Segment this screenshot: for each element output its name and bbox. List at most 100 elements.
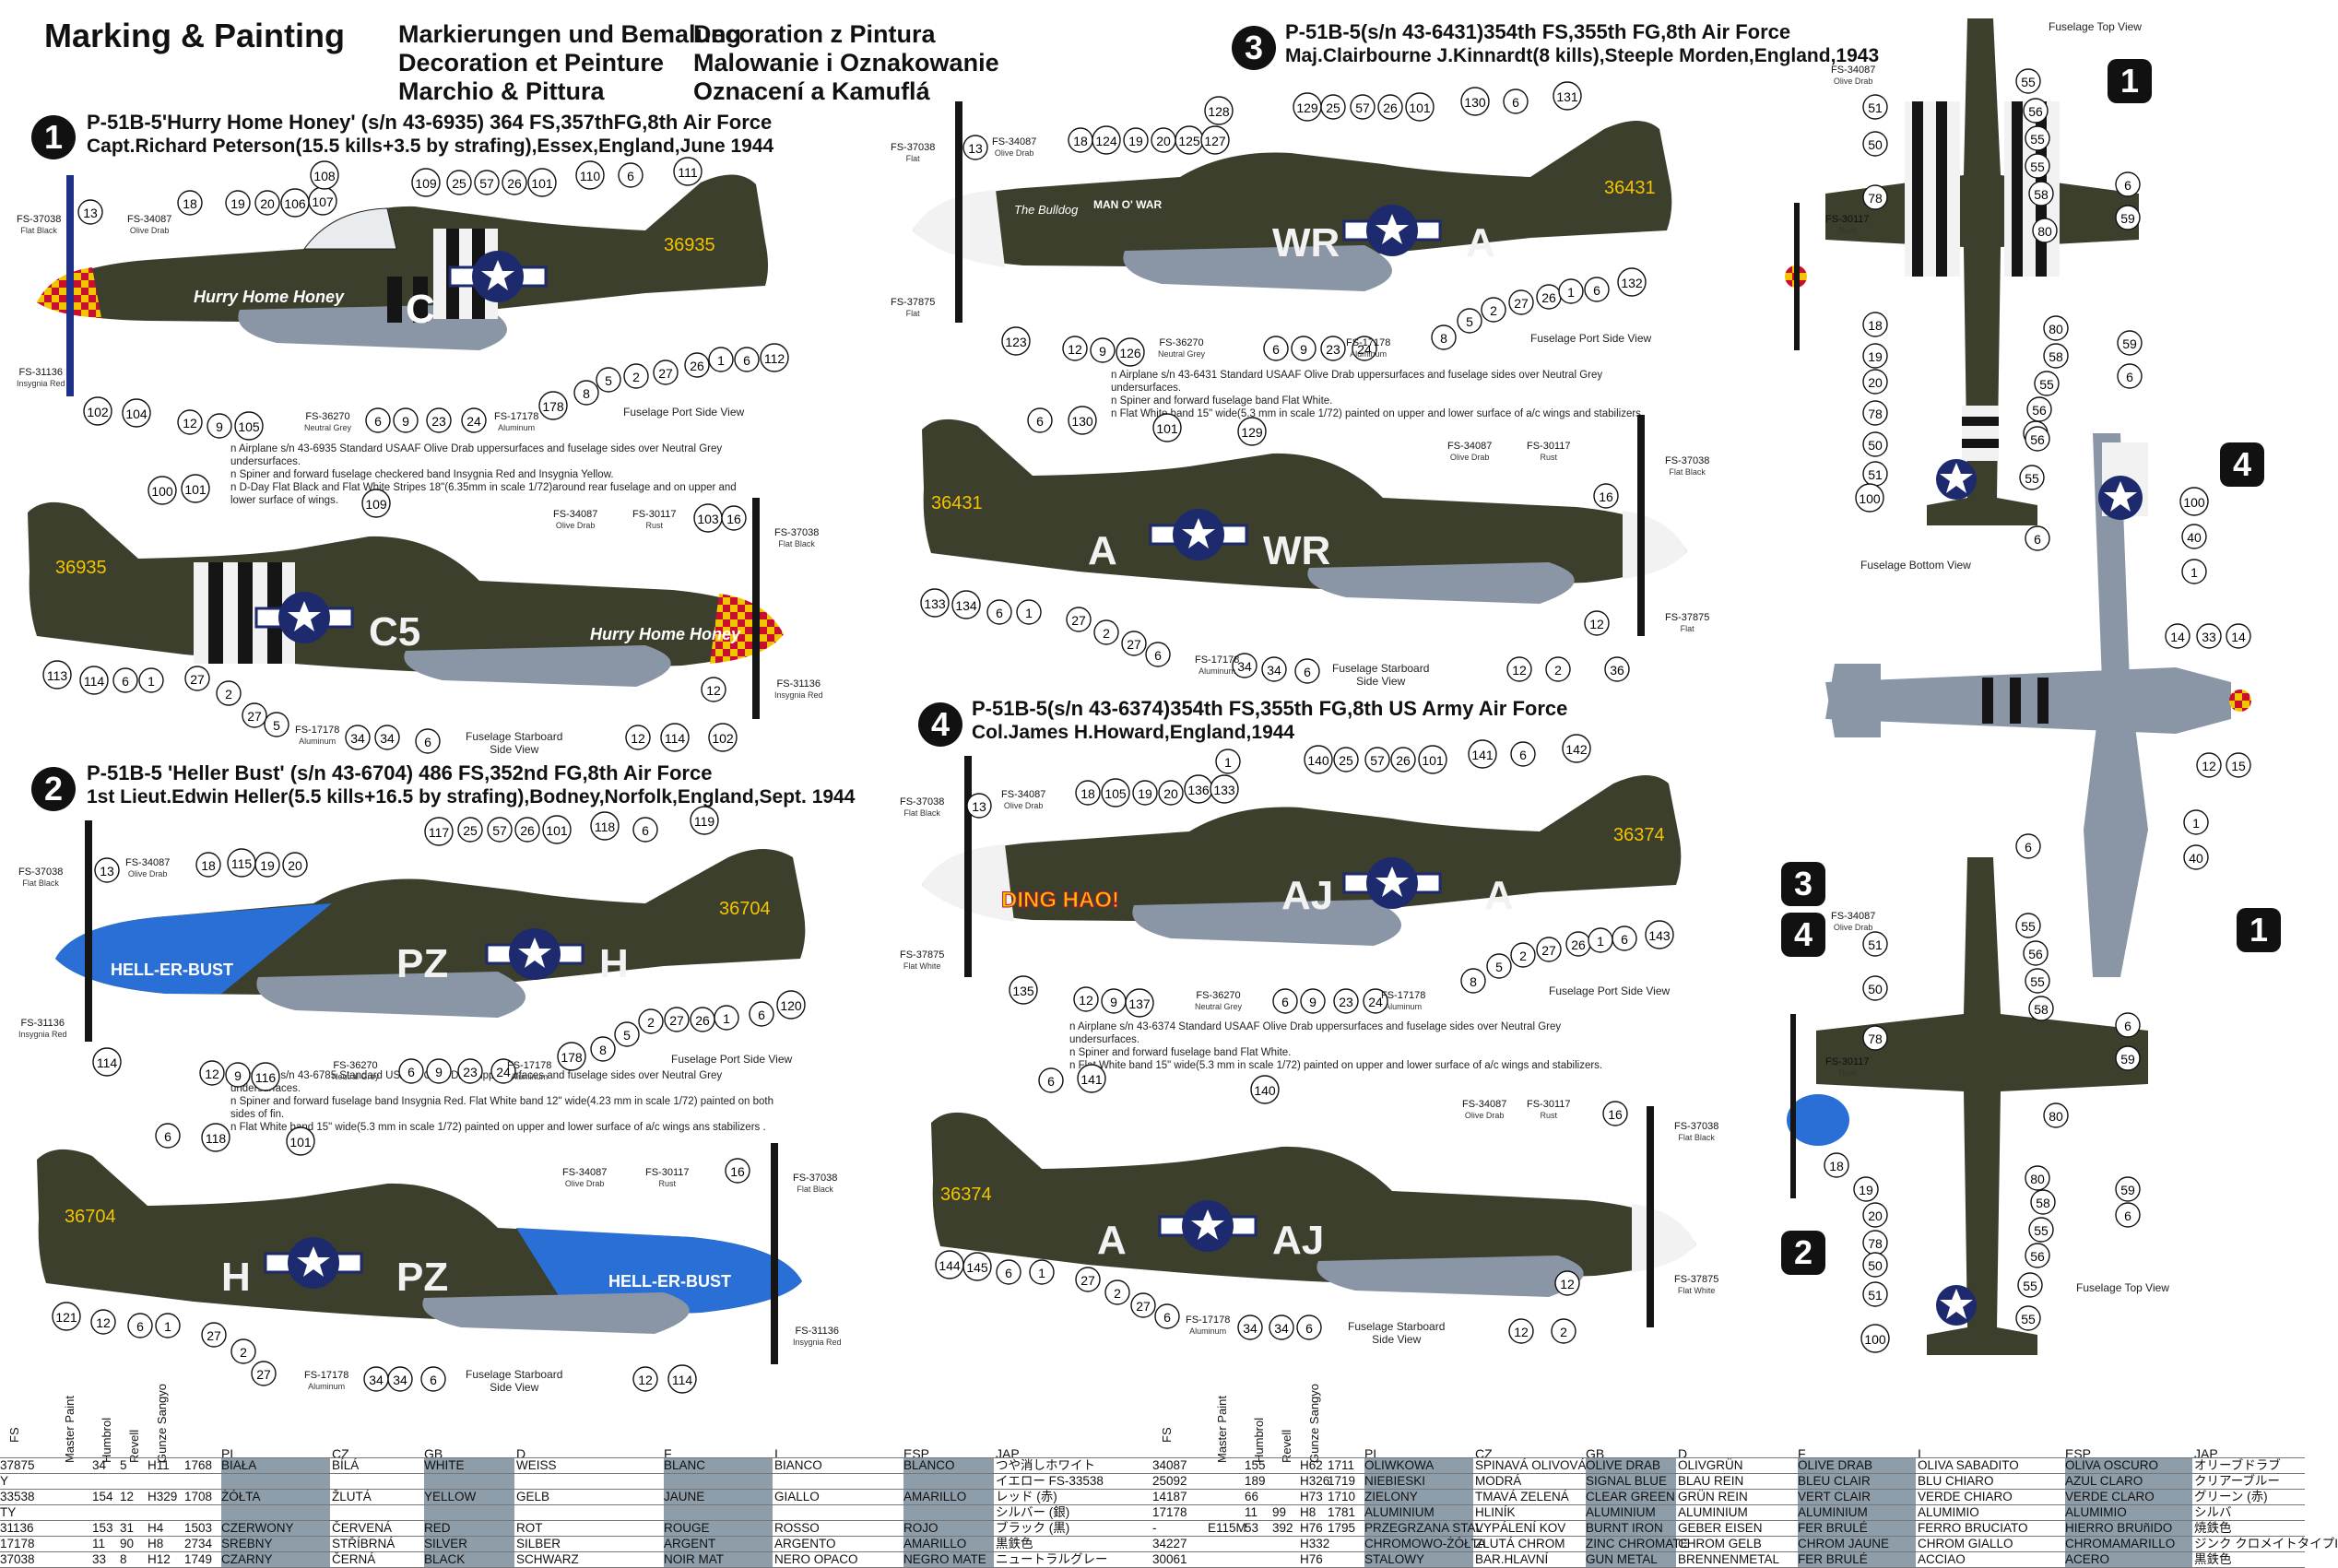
svg-text:132: 132 [1621,276,1643,290]
paint-table-col-header: F [664,1446,672,1461]
callout-bubble: 13 [77,199,103,225]
callout-bubble: 133 [920,588,950,618]
callout-bubble: 58 [2030,1189,2056,1215]
paint-table-cell: 34087 [1152,1458,1187,1472]
svg-text:9: 9 [1300,342,1307,357]
code-2: PZ [396,941,448,986]
svg-text:16: 16 [1608,1107,1623,1122]
callout-bubble: 142 [1562,734,1591,763]
serial-4s: 36374 [940,1185,992,1205]
paint-table-cell: 5 [120,1458,127,1472]
svg-text:34: 34 [393,1373,407,1387]
callout-bubble: 20 [1158,780,1184,806]
scheme-1-heading: P-51B-5'Hurry Home Honey' (s/n 43-6935) … [87,111,773,159]
note: n Spiner and forward fuselage band Flat … [1111,395,1333,407]
paint-table-cell: 34 [92,1458,107,1472]
paint-table-cell [1272,1473,1298,1489]
svg-text:34: 34 [1267,663,1281,678]
callout-bubble: 27 [1508,289,1534,315]
paint-table-cell: 155 [1245,1458,1266,1472]
svg-text:26: 26 [507,176,522,191]
callout-bubble: 51 [1862,94,1888,120]
paint-table-cell: STALOWY [1364,1551,1473,1567]
callout-bubble: 56 [2026,396,2052,422]
svg-text:12: 12 [205,1067,219,1081]
svg-text:106: 106 [284,196,306,211]
svg-text:2: 2 [225,687,232,701]
svg-text:114: 114 [665,731,686,746]
paint-table-cell: シルバー (銀) [996,1505,1070,1519]
svg-text:50: 50 [1868,137,1883,152]
scheme-2-heading: P-51B-5 'Heller Bust' (s/n 43-6704) 486 … [87,761,855,809]
plane-3-port: The Bulldog MAN O' WAR 36431 WR A [913,101,1672,323]
paint-table-cell: 53 [1245,1521,1259,1535]
svg-text:8: 8 [1440,331,1447,346]
svg-text:124: 124 [1095,134,1117,148]
callout-bubble: 6 [398,1058,424,1084]
svg-text:24: 24 [496,1065,511,1079]
callout-bubble: 26 [514,817,540,843]
callout-bubble: 24 [1363,988,1388,1014]
callout-bubble: 6 [1263,336,1289,361]
paint-table-cell: 153 [92,1521,113,1535]
callout-bubble: 6 [632,817,658,843]
callout-bubble: 18 [1824,1152,1849,1178]
title-de: Markierungen und Bemalung [398,20,742,48]
svg-text:55: 55 [2034,1223,2049,1238]
callout-bubble: 16 [721,505,747,531]
paint-table-cell: STŘÍBRNÁ [332,1537,396,1550]
callout-bubble: 27 [184,666,210,691]
svg-text:55: 55 [2030,974,2045,989]
code-3s: WR [1263,528,1330,573]
callout-bubble: 78 [1862,184,1888,210]
paint-table-cell [1272,1489,1298,1504]
paint-table-cell: 1711 [1328,1458,1355,1472]
letter-3s: A [1088,528,1117,573]
svg-text:123: 123 [1005,335,1027,349]
svg-text:27: 27 [1541,943,1556,958]
nose-art-3: MAN O' WAR [1093,198,1163,211]
callout-bubble: 137 [1125,988,1154,1018]
paint-table-cell: H326 [1300,1474,1330,1488]
callout-bubble: 57 [487,817,513,843]
svg-text:55: 55 [2039,377,2054,392]
svg-text:6: 6 [1304,665,1311,679]
callout-bubble: 55 [2015,1305,2041,1331]
paint-table-cell: ACCIAO [1918,1552,1966,1566]
svg-text:59: 59 [2120,1183,2135,1197]
callout-bubble: 1 [138,667,164,693]
svg-text:6: 6 [1047,1074,1055,1089]
paint-table-cell: FERRO BRUCIATO [1918,1521,2028,1535]
callout-bubble: 40 [2183,844,2209,870]
callout-bubble: 55 [2019,465,2045,490]
svg-text:6: 6 [2034,532,2041,547]
plane-4-stbd: 36374 A AJ [931,1106,1696,1327]
serial-1: 36935 [664,235,715,255]
callout-bubble: 9 [393,407,419,433]
callout-bubble: 6 [415,728,441,754]
letter-4: A [1484,873,1514,918]
svg-text:59: 59 [2122,336,2137,351]
svg-text:18: 18 [1829,1159,1844,1173]
svg-text:78: 78 [1868,1032,1883,1046]
paint-table-cell: CHROM GIALLO [1918,1537,2013,1550]
svg-text:24: 24 [1368,995,1383,1009]
paint-table-cell: 66 [1245,1490,1259,1503]
svg-text:6: 6 [1305,1321,1313,1336]
svg-text:8: 8 [583,386,590,401]
svg-text:107: 107 [312,195,334,209]
letter-3: A [1466,220,1495,265]
svg-text:5: 5 [623,1028,631,1043]
paint-table-cell: ブラック (黒) [996,1521,1070,1535]
paint-table-cell: NEGRO MATE [903,1551,994,1567]
callout-bubble: 144 [935,1250,964,1279]
